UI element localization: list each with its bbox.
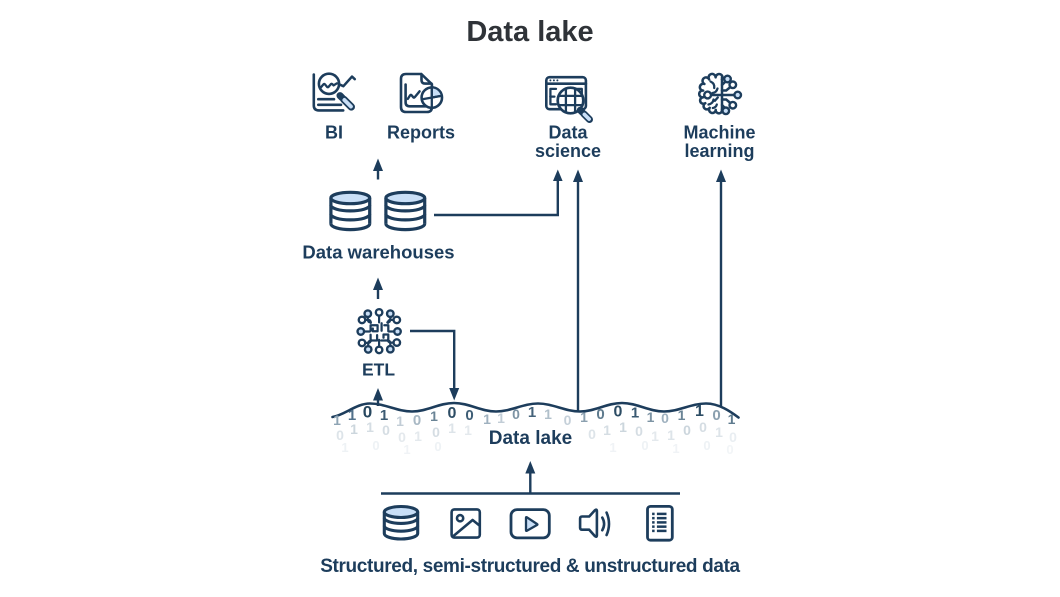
svg-text:0: 0 xyxy=(363,403,372,422)
svg-text:0: 0 xyxy=(635,423,643,439)
svg-text:Structured, semi-structured &: Structured, semi-structured & unstructur… xyxy=(320,556,740,577)
svg-text:0: 0 xyxy=(512,406,520,422)
svg-text:Data warehouses: Data warehouses xyxy=(302,242,454,263)
svg-text:Reports: Reports xyxy=(387,123,455,143)
svg-text:Machine: Machine xyxy=(683,123,755,143)
svg-text:0: 0 xyxy=(564,412,572,428)
svg-text:1: 1 xyxy=(695,403,704,420)
svg-text:Data lake: Data lake xyxy=(466,16,593,48)
svg-text:1: 1 xyxy=(667,427,675,443)
svg-text:1: 1 xyxy=(580,409,588,425)
svg-text:BI: BI xyxy=(325,123,343,143)
svg-text:1: 1 xyxy=(497,410,505,426)
svg-text:0: 0 xyxy=(448,405,457,422)
svg-text:1: 1 xyxy=(366,419,374,435)
svg-text:0: 0 xyxy=(712,407,720,424)
svg-text:0: 0 xyxy=(729,429,737,445)
svg-text:1: 1 xyxy=(647,409,655,425)
svg-text:Data: Data xyxy=(548,123,588,143)
svg-text:0: 0 xyxy=(699,419,707,435)
svg-text:ETL: ETL xyxy=(362,360,395,380)
svg-text:0: 0 xyxy=(641,438,648,453)
svg-text:1: 1 xyxy=(631,405,639,422)
svg-text:1: 1 xyxy=(672,441,679,456)
svg-text:Data lake: Data lake xyxy=(489,428,572,449)
svg-text:0: 0 xyxy=(726,442,733,457)
svg-text:1: 1 xyxy=(464,422,472,438)
svg-text:0: 0 xyxy=(683,422,691,438)
svg-text:1: 1 xyxy=(651,428,659,444)
svg-text:1: 1 xyxy=(483,411,491,427)
svg-text:1: 1 xyxy=(350,421,358,437)
svg-text:0: 0 xyxy=(432,424,440,440)
svg-text:1: 1 xyxy=(728,411,736,427)
svg-text:1: 1 xyxy=(430,408,438,424)
svg-text:0: 0 xyxy=(588,426,596,442)
svg-text:0: 0 xyxy=(434,439,441,454)
svg-text:1: 1 xyxy=(678,407,686,423)
svg-text:1: 1 xyxy=(348,407,356,424)
svg-text:0: 0 xyxy=(382,422,390,438)
svg-text:0: 0 xyxy=(413,412,421,429)
svg-text:1: 1 xyxy=(528,404,536,421)
svg-text:0: 0 xyxy=(398,429,406,445)
svg-text:0: 0 xyxy=(465,407,473,424)
svg-text:0: 0 xyxy=(661,410,669,426)
svg-text:0: 0 xyxy=(372,438,379,453)
svg-text:1: 1 xyxy=(341,440,348,455)
svg-text:1: 1 xyxy=(544,406,552,422)
svg-text:1: 1 xyxy=(715,424,723,440)
svg-text:1: 1 xyxy=(603,422,611,438)
svg-text:1: 1 xyxy=(619,419,627,435)
svg-text:0: 0 xyxy=(336,427,344,443)
svg-text:0: 0 xyxy=(703,438,710,453)
svg-text:1: 1 xyxy=(448,420,456,436)
svg-text:1: 1 xyxy=(403,442,410,457)
svg-text:0: 0 xyxy=(596,406,604,423)
svg-text:science: science xyxy=(535,141,601,161)
svg-text:1: 1 xyxy=(333,412,341,428)
svg-text:1: 1 xyxy=(396,413,404,429)
svg-text:1: 1 xyxy=(414,428,422,444)
svg-text:learning: learning xyxy=(684,141,754,161)
svg-text:1: 1 xyxy=(380,407,388,424)
svg-text:1: 1 xyxy=(609,440,616,455)
svg-text:0: 0 xyxy=(614,404,623,421)
